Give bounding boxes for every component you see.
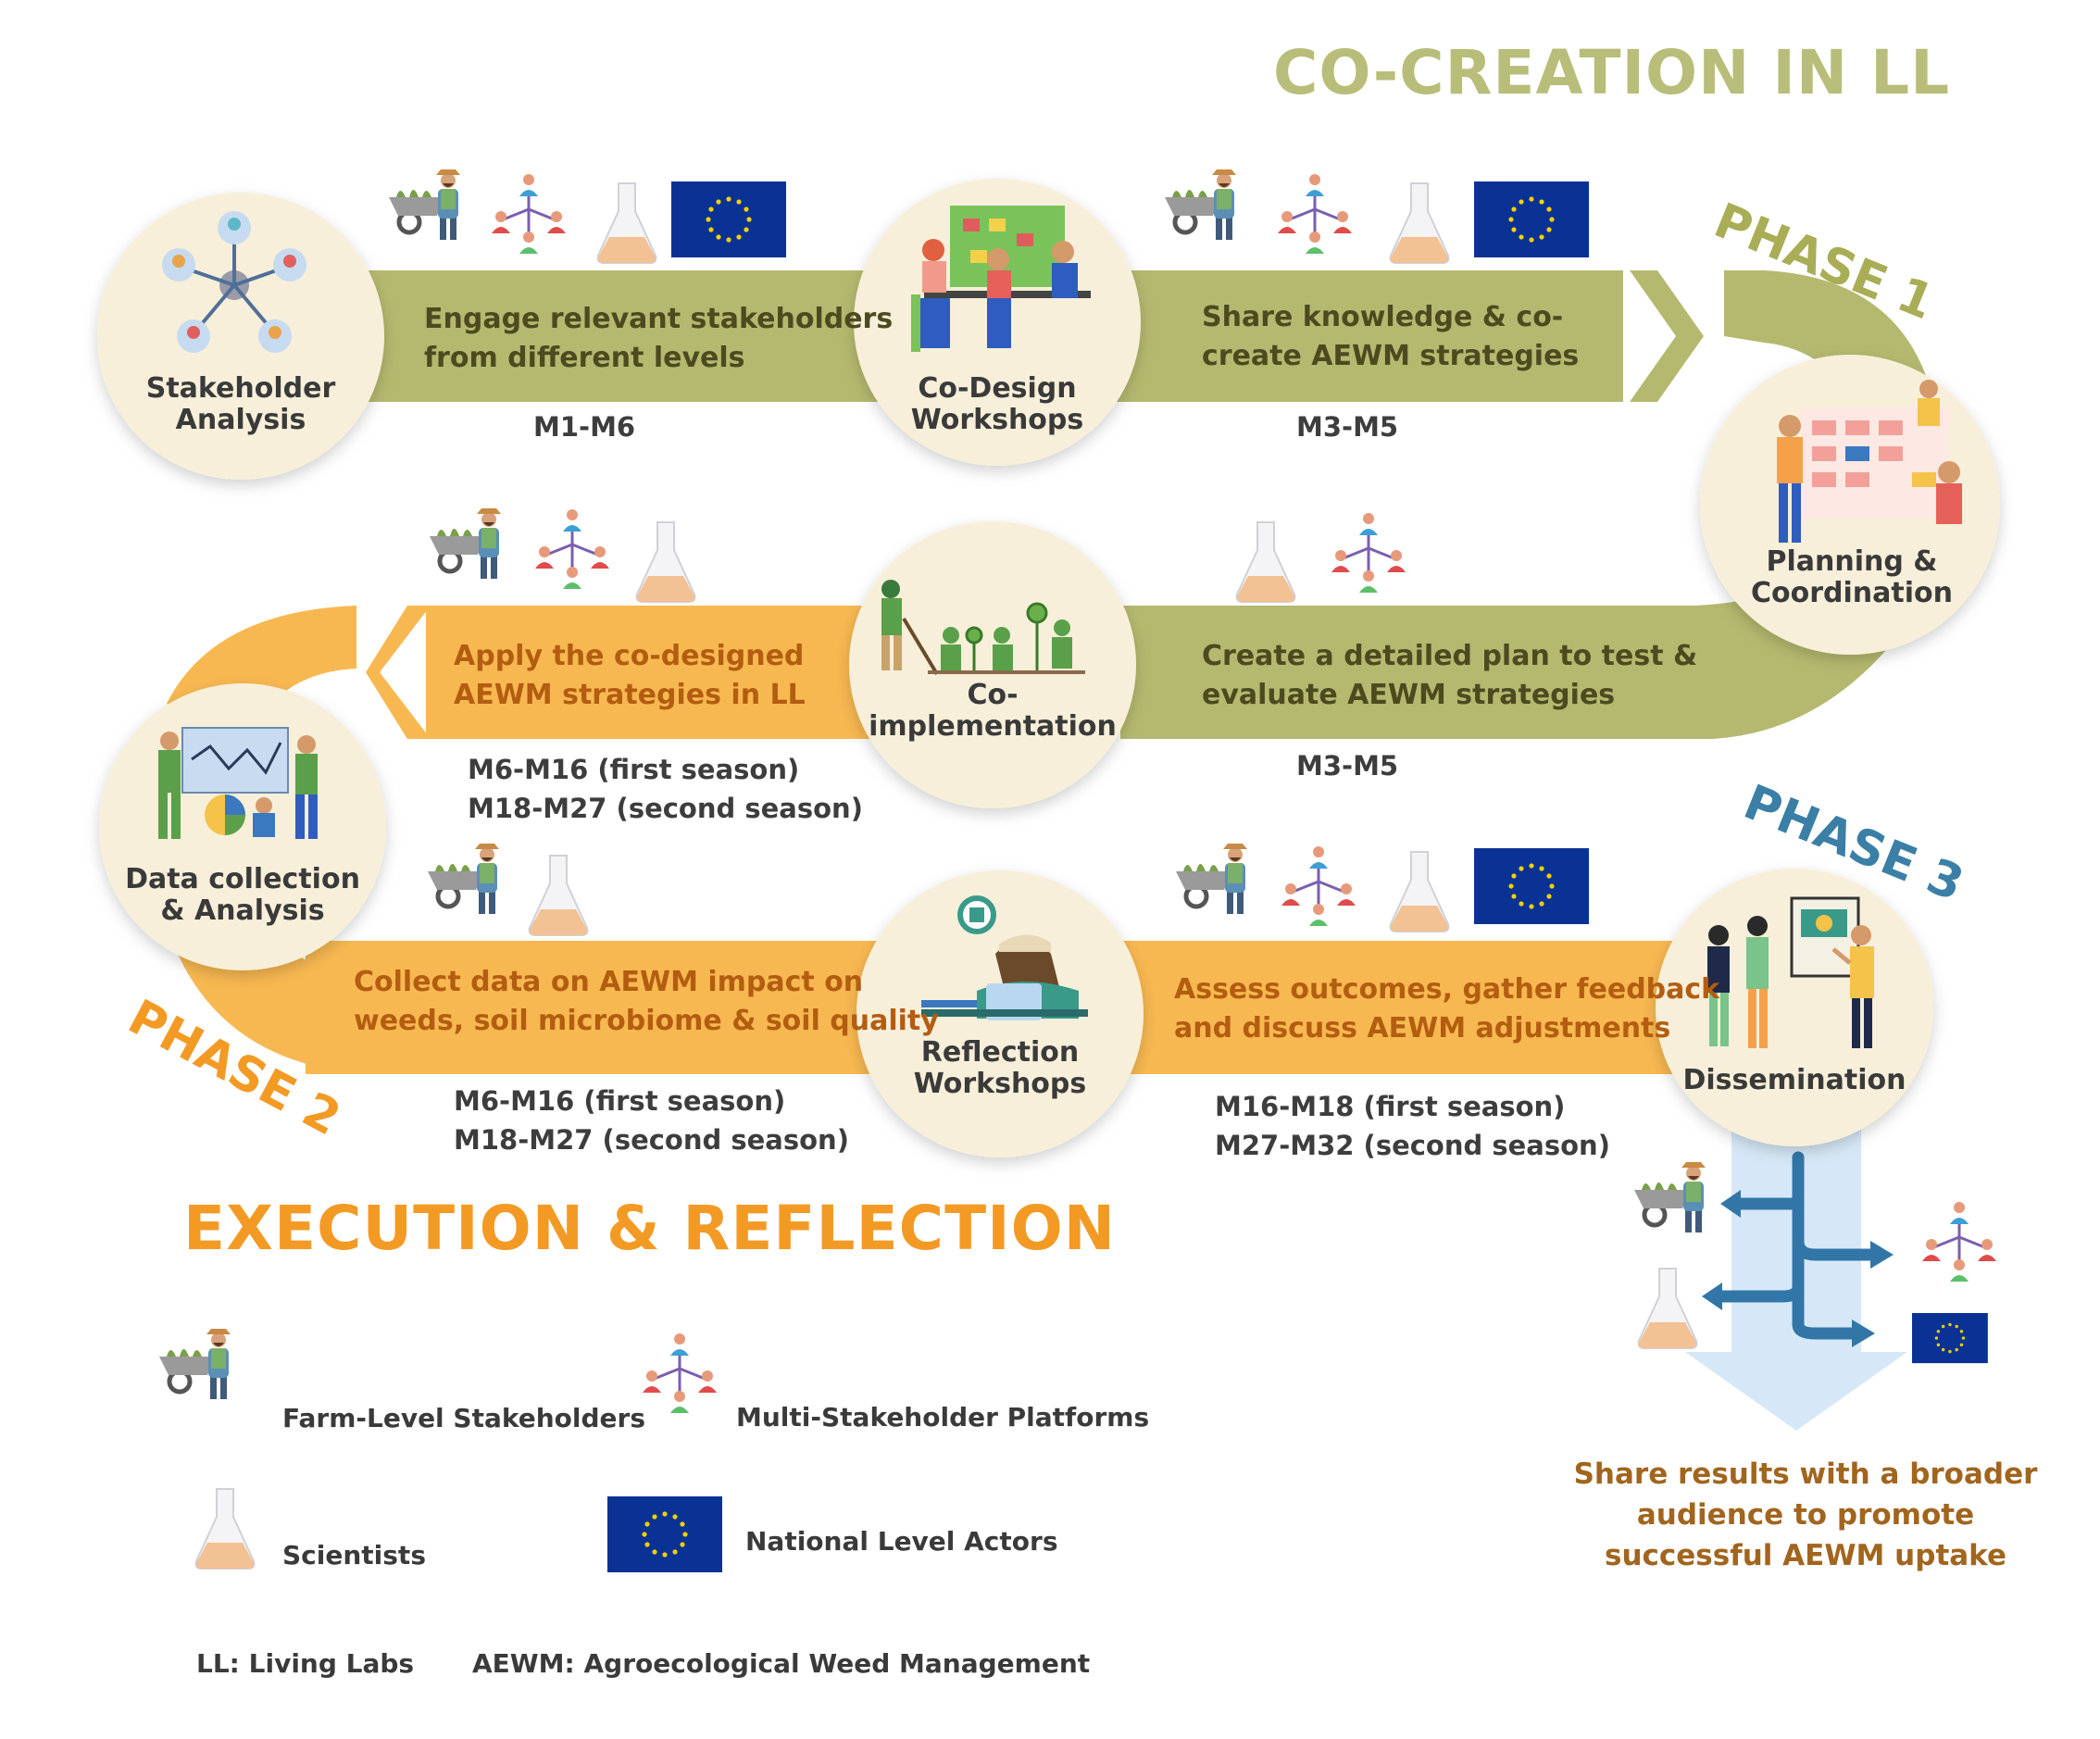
co-implementation-planting-icon [881,580,1085,676]
legend-multi-stakeholder: Multi-Stakeholder Platforms [736,1402,1150,1432]
step1-time: M1-M6 [533,411,636,443]
legend-national: National Level Actors [745,1526,1058,1557]
co-design-meeting-icon [911,206,1091,352]
band-row2-green [1120,556,1917,739]
abbrev-ll: LL: Living Labs [196,1648,415,1679]
reflection-thinker-icon [921,895,1088,1020]
node-stakeholder-analysis: Stakeholder Analysis [145,372,336,436]
band-row2-orange [426,606,870,739]
dissemination-arrowheads [1702,1190,1894,1347]
node-dissemination: Dissemination [1682,1064,1906,1096]
band-row2-arrow [366,606,431,739]
abbrev-aewm: AEWM: Agroecological Weed Management [472,1648,1091,1679]
band-row1-right [1116,270,1623,402]
icons-step3 [1235,511,1407,603]
step5-time: M6-M16 (first season)M18-M27 (second sea… [454,1085,849,1156]
node-reflection: Reflection Workshops [913,1036,1087,1100]
dissemination-branch-arrows [1716,1151,1877,1340]
band-row1-left [361,270,898,402]
step2-time: M3-M5 [1296,411,1399,443]
band-row1-arrow [1630,270,1704,402]
data-analysis-chart-icon [158,727,318,839]
dissemination-presentation-icon [1707,896,1874,1048]
legend-scientists: Scientists [282,1540,426,1570]
icons-step4 [430,508,696,603]
node-planning: Planning & Coordination [1751,545,1953,609]
node-co-implementation: Co- implementation [869,679,1117,743]
icons-step1 [389,169,786,264]
step2-text: Share knowledge & co-create AEWM strateg… [1202,301,1580,372]
icons-step6 [1176,844,1589,932]
icons-step2 [1165,169,1589,264]
step3-text: Create a detailed plan to test &evaluate… [1202,640,1698,711]
execution-title: EXECUTION & REFLECTION [183,1193,1117,1264]
circle-data-collection [99,683,386,970]
node-co-design: Co-Design Workshops [910,372,1084,436]
legend-icons [159,1329,722,1572]
node-data-collection: Data collection & Analysis [125,863,360,927]
step4-time: M6-M16 (first season)M18-M27 (second sea… [468,754,863,824]
icons-step5 [428,844,589,936]
step6-time: M16-M18 (first season)M27-M32 (second se… [1215,1091,1610,1161]
step3-time: M3-M5 [1296,750,1399,782]
planning-board-icon [1777,380,1962,543]
page-title: CO-CREATION IN LL [1273,37,1951,108]
stakeholder-network-icon [162,211,306,353]
legend-farm-level: Farm-Level Stakeholders [282,1403,645,1433]
